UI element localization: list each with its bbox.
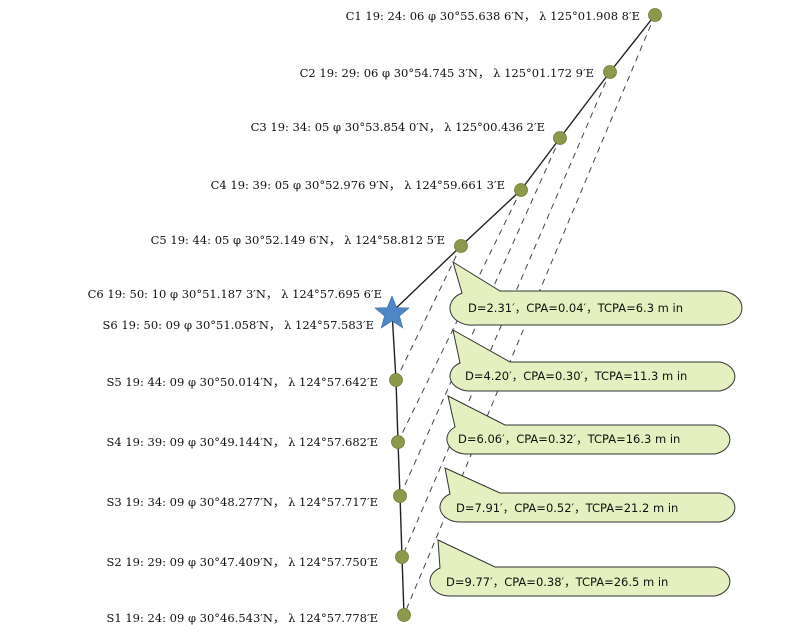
point-c4 [514, 183, 528, 197]
position-markers [389, 8, 662, 622]
track-s-line [391, 311, 405, 616]
dash-line-c4-s4 [397, 189, 522, 443]
callout-2: D=4.20′，CPA=0.30′，TCPA=11.3 m in [449, 329, 736, 392]
callout-1: D=2.31′，CPA=0.04′，TCPA=6.3 m in [449, 260, 743, 326]
point-s5 [389, 373, 403, 387]
point-s3 [393, 489, 407, 503]
callout-2-balloon [449, 329, 736, 392]
label-c5: C5 19: 44: 05 φ 30°52.149 6′N， λ 124°58.… [151, 233, 445, 247]
label-s6: S6 19: 50: 09 φ 30°51.058′N， λ 124°57.58… [102, 318, 374, 332]
callout-5: D=9.77′，CPA=0.38′，TCPA=26.5 m in [429, 539, 731, 597]
callout-4-balloon [439, 467, 736, 523]
label-s2: S2 19: 29: 09 φ 30°47.409′N， λ 124°57.75… [106, 555, 378, 569]
callout-4: D=7.91′，CPA=0.52′，TCPA=21.2 m in [439, 467, 736, 523]
point-s2 [395, 550, 409, 564]
star-icon [374, 295, 410, 329]
callout-4-text: D=7.91′，CPA=0.52′，TCPA=21.2 m in [456, 501, 678, 515]
point-labels: C1 19: 24: 06 φ 30°55.638 6′N， λ 125°01.… [88, 9, 640, 625]
ship-tracks [391, 14, 656, 616]
point-c5 [454, 239, 468, 253]
label-c4: C4 19: 39: 05 φ 30°52.976 9′N， λ 124°59.… [211, 178, 505, 192]
callout-5-text: D=9.77′，CPA=0.38′，TCPA=26.5 m in [446, 575, 668, 589]
label-s3: S3 19: 34: 09 φ 30°48.277′N， λ 124°57.71… [106, 495, 378, 509]
callout-3: D=6.06′，CPA=0.32′，TCPA=16.3 m in [446, 395, 731, 455]
label-s5: S5 19: 44: 09 φ 30°50.014′N， λ 124°57.64… [106, 375, 378, 389]
callout-1-balloon [449, 260, 743, 326]
label-c1: C1 19: 24: 06 φ 30°55.638 6′N， λ 125°01.… [346, 9, 640, 23]
callout-3-text: D=6.06′，CPA=0.32′，TCPA=16.3 m in [458, 432, 680, 446]
label-s4: S4 19: 39: 09 φ 30°49.144′N， λ 124°57.68… [106, 435, 378, 449]
callout-5-balloon [429, 539, 731, 597]
point-c3 [553, 131, 567, 145]
label-c2: C2 19: 29: 06 φ 30°54.745 3′N， λ 125°01.… [300, 66, 594, 80]
label-c6: C6 19: 50: 10 φ 30°51.187 3′N， λ 124°57.… [88, 287, 382, 301]
label-c3: C3 19: 34: 05 φ 30°53.854 0′N， λ 125°00.… [251, 120, 545, 134]
point-s4 [391, 435, 405, 449]
point-c1 [648, 8, 662, 22]
cpa-callouts: D=2.31′，CPA=0.04′，TCPA=6.3 m in D=4.20′，… [429, 260, 743, 597]
track-c-line [391, 14, 656, 313]
callout-2-text: D=4.20′，CPA=0.30′，TCPA=11.3 m in [465, 369, 687, 383]
point-c2 [603, 65, 617, 79]
point-s1 [397, 608, 411, 622]
callout-3-balloon [446, 395, 731, 455]
dash-line-c5-s5 [395, 245, 462, 381]
callout-1-text: D=2.31′，CPA=0.04′，TCPA=6.3 m in [468, 301, 683, 315]
label-s1: S1 19: 24: 09 φ 30°46.543′N， λ 124°57.77… [106, 611, 378, 625]
